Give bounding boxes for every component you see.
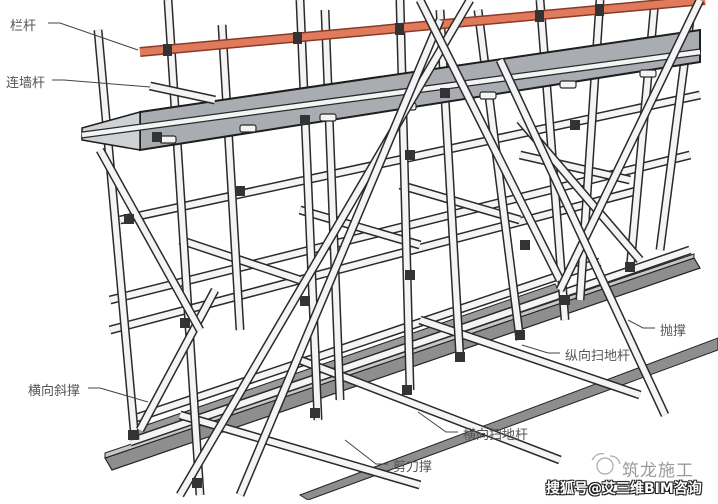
label-guardrail: 栏杆 (10, 19, 37, 34)
label-longitudinal-sweep-rod: 纵向扫地杆 (565, 349, 631, 364)
guardrail-rod (139, 0, 706, 57)
label-wall-tie: 连墙杆 (6, 76, 46, 91)
base-planks (104, 253, 718, 501)
watermark-brand: 筑龙施工 (622, 461, 694, 481)
label-scissor-brace: 剪刀撑 (393, 460, 433, 475)
label-transverse-brace: 横向斜撑 (28, 384, 81, 399)
watermark-source: 搜狐号@艾三维BIM咨询 (546, 481, 702, 497)
leader-lines (48, 22, 655, 465)
watermark-logo-icon (591, 453, 621, 475)
label-outrigger-brace: 抛撑 (660, 324, 687, 339)
wall-tie-rod (149, 81, 216, 105)
couplers (124, 88, 635, 488)
label-transverse-sweep-rod: 横向扫地杆 (463, 428, 529, 443)
outrigger-brace-rod (495, 58, 670, 417)
